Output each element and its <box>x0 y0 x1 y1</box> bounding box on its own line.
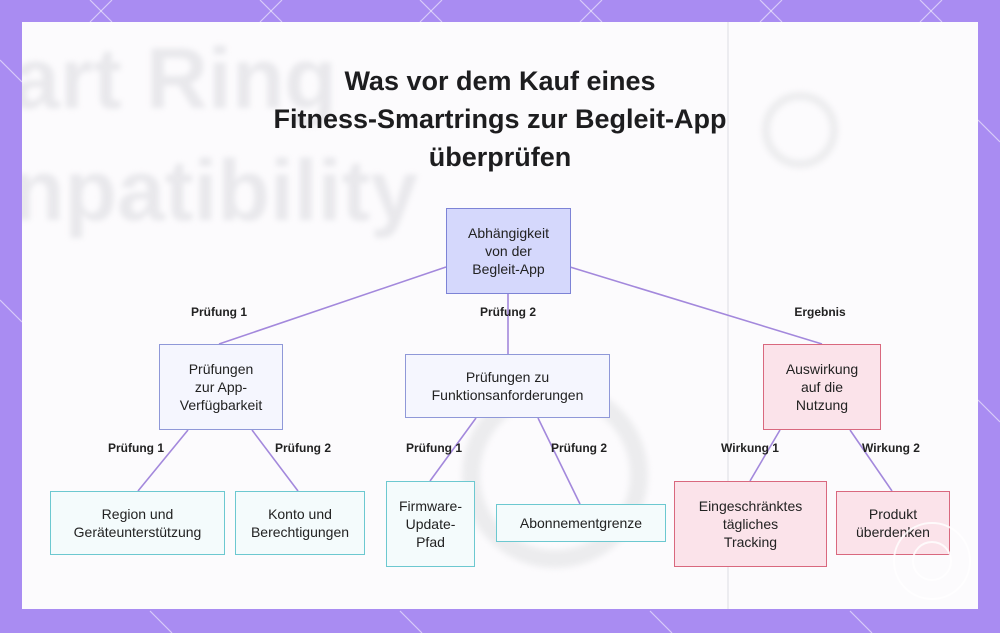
diagram-title: Was vor dem Kauf eines Fitness-Smartring… <box>200 62 800 176</box>
edge-label-check-1: Prüfung 1 <box>191 305 247 319</box>
node-subscription-limit: Abonnementgrenze <box>496 504 666 542</box>
corner-logo-icon <box>893 522 971 600</box>
background-text-1: art Ring <box>22 31 337 127</box>
edge-availability-account <box>251 429 299 492</box>
node-region-device: Region und Geräteunterstützung <box>50 491 225 555</box>
edge-availability-region <box>137 429 189 492</box>
node-account-permissions-label: Konto und Berechtigungen <box>250 506 350 540</box>
edge-impact-reconsider <box>849 429 893 492</box>
edge-label-impact-effect-2: Wirkung 2 <box>862 441 920 455</box>
node-firmware-path-label: Firmware- Update- Pfad <box>399 498 462 550</box>
edge-label-result: Ergebnis <box>794 305 846 319</box>
node-account-permissions: Konto und Berechtigungen <box>235 491 365 555</box>
node-feature-requirements: Prüfungen zu Funktionsanforderungen <box>405 354 610 418</box>
edge-features-subscription <box>537 417 581 505</box>
title-line-3: überprüfen <box>428 142 572 172</box>
node-subscription-limit-label: Abonnementgrenze <box>519 515 643 531</box>
edge-label-features-check-1: Prüfung 1 <box>406 441 462 455</box>
node-region-device-label: Region und Geräteunterstützung <box>73 506 202 540</box>
background-text-2: npatibility <box>22 143 419 239</box>
edge-label-features-check-2: Prüfung 2 <box>551 441 607 455</box>
title-line-2: Fitness-Smartrings zur Begleit-App <box>273 104 727 134</box>
node-usage-impact-label: Auswirkung auf die Nutzung <box>785 361 859 413</box>
node-root: Abhängigkeit von der Begleit-App <box>446 208 571 294</box>
edge-label-availability-check-1: Prüfung 1 <box>108 441 164 455</box>
node-root-label: Abhängigkeit von der Begleit-App <box>468 225 549 277</box>
edge-label-check-2: Prüfung 2 <box>480 305 536 319</box>
node-app-availability: Prüfungen zur App- Verfügbarkeit <box>159 344 283 430</box>
node-limited-tracking: Eingeschränktes tägliches Tracking <box>674 481 827 567</box>
node-feature-requirements-label: Prüfungen zu Funktionsanforderungen <box>431 369 584 403</box>
title-line-1: Was vor dem Kauf eines <box>344 66 656 96</box>
node-app-availability-label: Prüfungen zur App- Verfügbarkeit <box>179 361 263 413</box>
edge-features-firmware <box>429 417 477 482</box>
edge-label-impact-effect-1: Wirkung 1 <box>721 441 779 455</box>
edge-root-impact <box>569 266 823 345</box>
node-limited-tracking-label: Eingeschränktes tägliches Tracking <box>698 498 803 550</box>
node-usage-impact: Auswirkung auf die Nutzung <box>763 344 881 430</box>
edge-impact-tracking <box>749 429 781 482</box>
background-gauge-shape <box>762 92 838 168</box>
node-firmware-path: Firmware- Update- Pfad <box>386 481 475 567</box>
edge-label-availability-check-2: Prüfung 2 <box>275 441 331 455</box>
edge-root-availability <box>218 266 447 345</box>
